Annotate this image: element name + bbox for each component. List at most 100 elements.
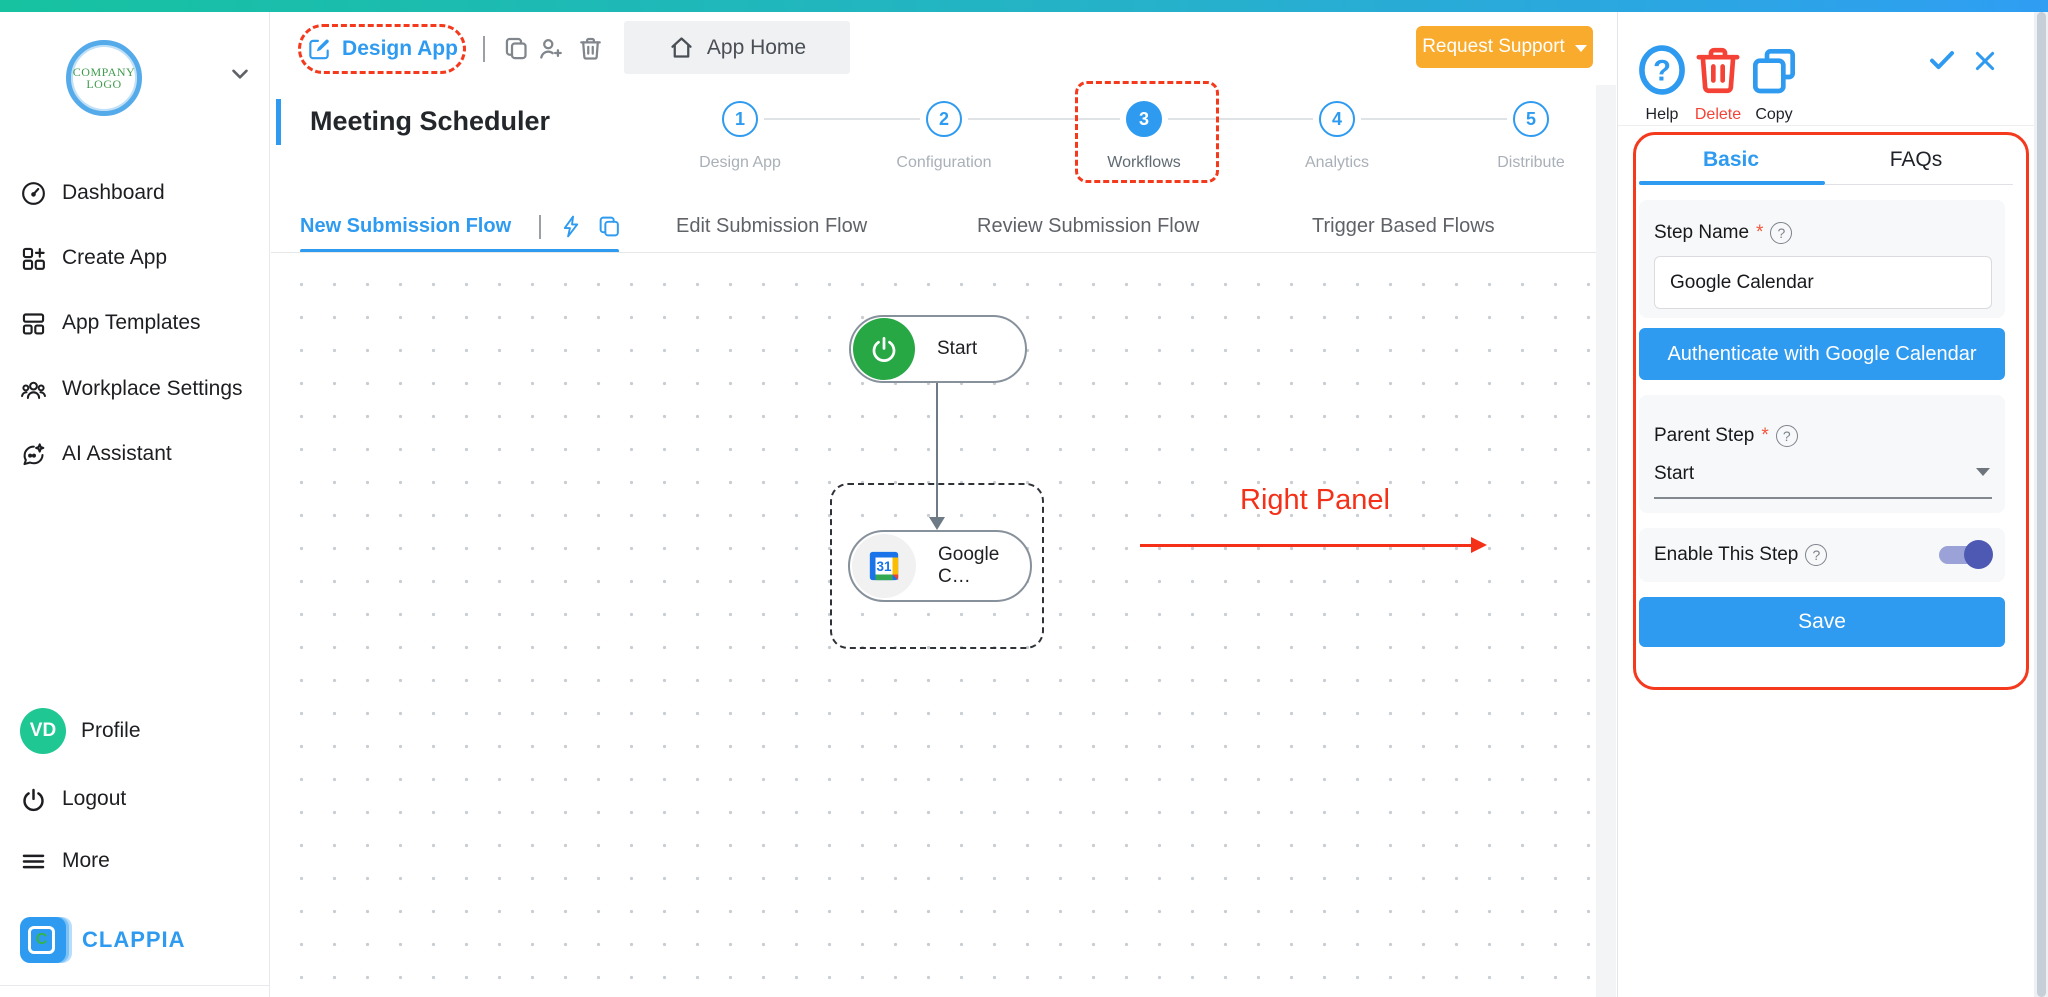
panel-tab-faqs[interactable]: FAQs [1889,148,1943,171]
flow-tab-divider [539,215,541,239]
window-scrollbar[interactable] [2034,12,2048,997]
step-name-help-icon[interactable]: ? [1770,222,1793,244]
svg-text:31: 31 [877,559,892,574]
save-button[interactable]: Save [1639,597,2005,647]
step-1-design-app[interactable]: 1 [722,101,758,137]
help-button[interactable]: ? Help [1634,42,1690,124]
flow-connector-line [936,383,938,519]
tab-review-submission-flow[interactable]: Review Submission Flow [977,215,1200,237]
add-user-icon[interactable] [537,35,564,62]
chevron-down-icon[interactable] [227,60,253,86]
top-gradient-bar [0,0,2048,12]
tab-new-submission-flow[interactable]: New Submission Flow [300,215,512,237]
ai-assistant-icon [20,441,47,468]
sidebar-item-label: AI Assistant [62,442,172,465]
app-home-label: App Home [706,35,807,59]
more-label: More [62,849,110,872]
step-number: 3 [1138,108,1149,129]
tab-trigger-based-flows[interactable]: Trigger Based Flows [1312,215,1495,237]
logout-label: Logout [62,787,127,810]
profile-label: Profile [81,719,141,742]
request-support-label: Request Support [1422,36,1565,57]
sidebar-item-more[interactable]: More [20,841,110,881]
clappia-brand[interactable]: C CLAPPIA [20,917,186,963]
sidebar-item-app-templates[interactable]: App Templates [20,303,201,343]
right-panel-annotation-arrowhead [1471,537,1487,553]
sidebar-item-label: Create App [62,246,168,269]
step-3-workflows[interactable]: 3 [1126,101,1162,137]
enable-step-label: Enable This Step [1654,544,1799,565]
step-2-configuration[interactable]: 2 [926,101,962,137]
clappia-logo-icon: C [20,917,66,963]
help-icon: ? [1634,42,1690,98]
delete-step-button[interactable]: Delete [1690,42,1746,124]
avatar: VD [20,708,66,754]
step-name-input[interactable] [1654,256,1992,309]
delete-app-trash-icon[interactable] [577,35,604,62]
tab-edit-submission-flow[interactable]: Edit Submission Flow [676,215,868,237]
copy-icon [1746,42,1802,98]
start-node[interactable]: Start [849,315,1027,383]
sidebar-item-label: Workplace Settings [62,377,243,400]
lightning-bolt-icon[interactable] [559,214,584,239]
company-logo-text-2: LOGO [86,77,122,91]
page-title: Meeting Scheduler [310,106,551,136]
power-icon [853,318,915,380]
required-asterisk: * [1761,425,1769,446]
design-app-label: Design App [342,37,458,60]
parent-step-help-icon[interactable]: ? [1775,425,1798,447]
copy-step-button[interactable]: Copy [1746,42,1802,124]
sidebar-item-create-app[interactable]: Create App [20,238,167,278]
canvas-scrollbar[interactable] [1596,85,1616,997]
enable-step-toggle[interactable] [1939,540,1993,569]
title-accent-bar [276,99,281,145]
required-asterisk: * [1756,222,1764,243]
workflow-canvas[interactable]: Start 31 Google C… Right Panel [271,254,1596,997]
step-4-analytics[interactable]: 4 [1319,101,1355,137]
parent-step-select[interactable]: Start [1654,463,1992,499]
logout-power-icon [20,786,47,813]
close-icon[interactable] [1972,48,1998,74]
window-scrollbar-thumb[interactable] [2037,12,2046,997]
app-home-button[interactable]: App Home [624,21,850,74]
caret-down-icon [1574,44,1587,52]
panel-tab-basic[interactable]: Basic [1702,148,1760,171]
tab-underline-track [1825,184,2013,185]
clappia-brand-name: CLAPPIA [82,927,186,952]
copy-label: Copy [1755,106,1793,123]
google-calendar-node[interactable]: 31 Google C… [848,530,1032,602]
stepper-connector [1361,118,1507,120]
enable-step-help-icon[interactable]: ? [1805,544,1828,566]
active-tab-underline [300,249,619,253]
parent-step-card: Parent Step * ? Start [1639,395,2005,513]
copy-flow-icon[interactable] [597,214,622,239]
main-area: Design App App Home Request Support Meet… [271,12,1617,997]
copy-app-icon[interactable] [503,35,530,62]
stepper-connector [968,118,1120,120]
select-caret-down-icon [1976,468,1990,476]
delete-label: Delete [1694,106,1742,123]
authenticate-google-calendar-button[interactable]: Authenticate with Google Calendar [1639,328,2005,380]
sidebar-item-dashboard[interactable]: Dashboard [20,173,165,213]
sidebar-item-workplace-settings[interactable]: Workplace Settings [20,369,243,409]
create-app-icon [20,245,47,272]
step-number: 1 [734,108,745,129]
enable-step-card: Enable This Step ? [1639,528,2005,582]
sidebar-item-label: Dashboard [62,181,165,204]
sidebar-item-profile[interactable]: VD Profile [20,708,141,754]
design-app-button[interactable]: Design App [298,24,466,74]
company-logo[interactable]: COMPANY LOGO [66,40,142,116]
hamburger-icon [20,848,47,875]
step-number: 2 [938,108,949,129]
google-node-label: Google C… [938,544,1000,587]
step-label: Configuration [896,154,992,171]
confirm-check-icon[interactable] [1927,45,1957,75]
sidebar-item-ai-assistant[interactable]: AI Assistant [20,434,172,474]
toolbar-divider [483,36,485,62]
step-5-distribute[interactable]: 5 [1513,101,1549,137]
request-support-button[interactable]: Request Support [1416,26,1593,68]
sidebar-item-logout[interactable]: Logout [20,779,126,819]
dashboard-icon [20,180,47,207]
step-label: Analytics [1304,154,1370,171]
flow-connector-arrowhead [929,517,945,530]
